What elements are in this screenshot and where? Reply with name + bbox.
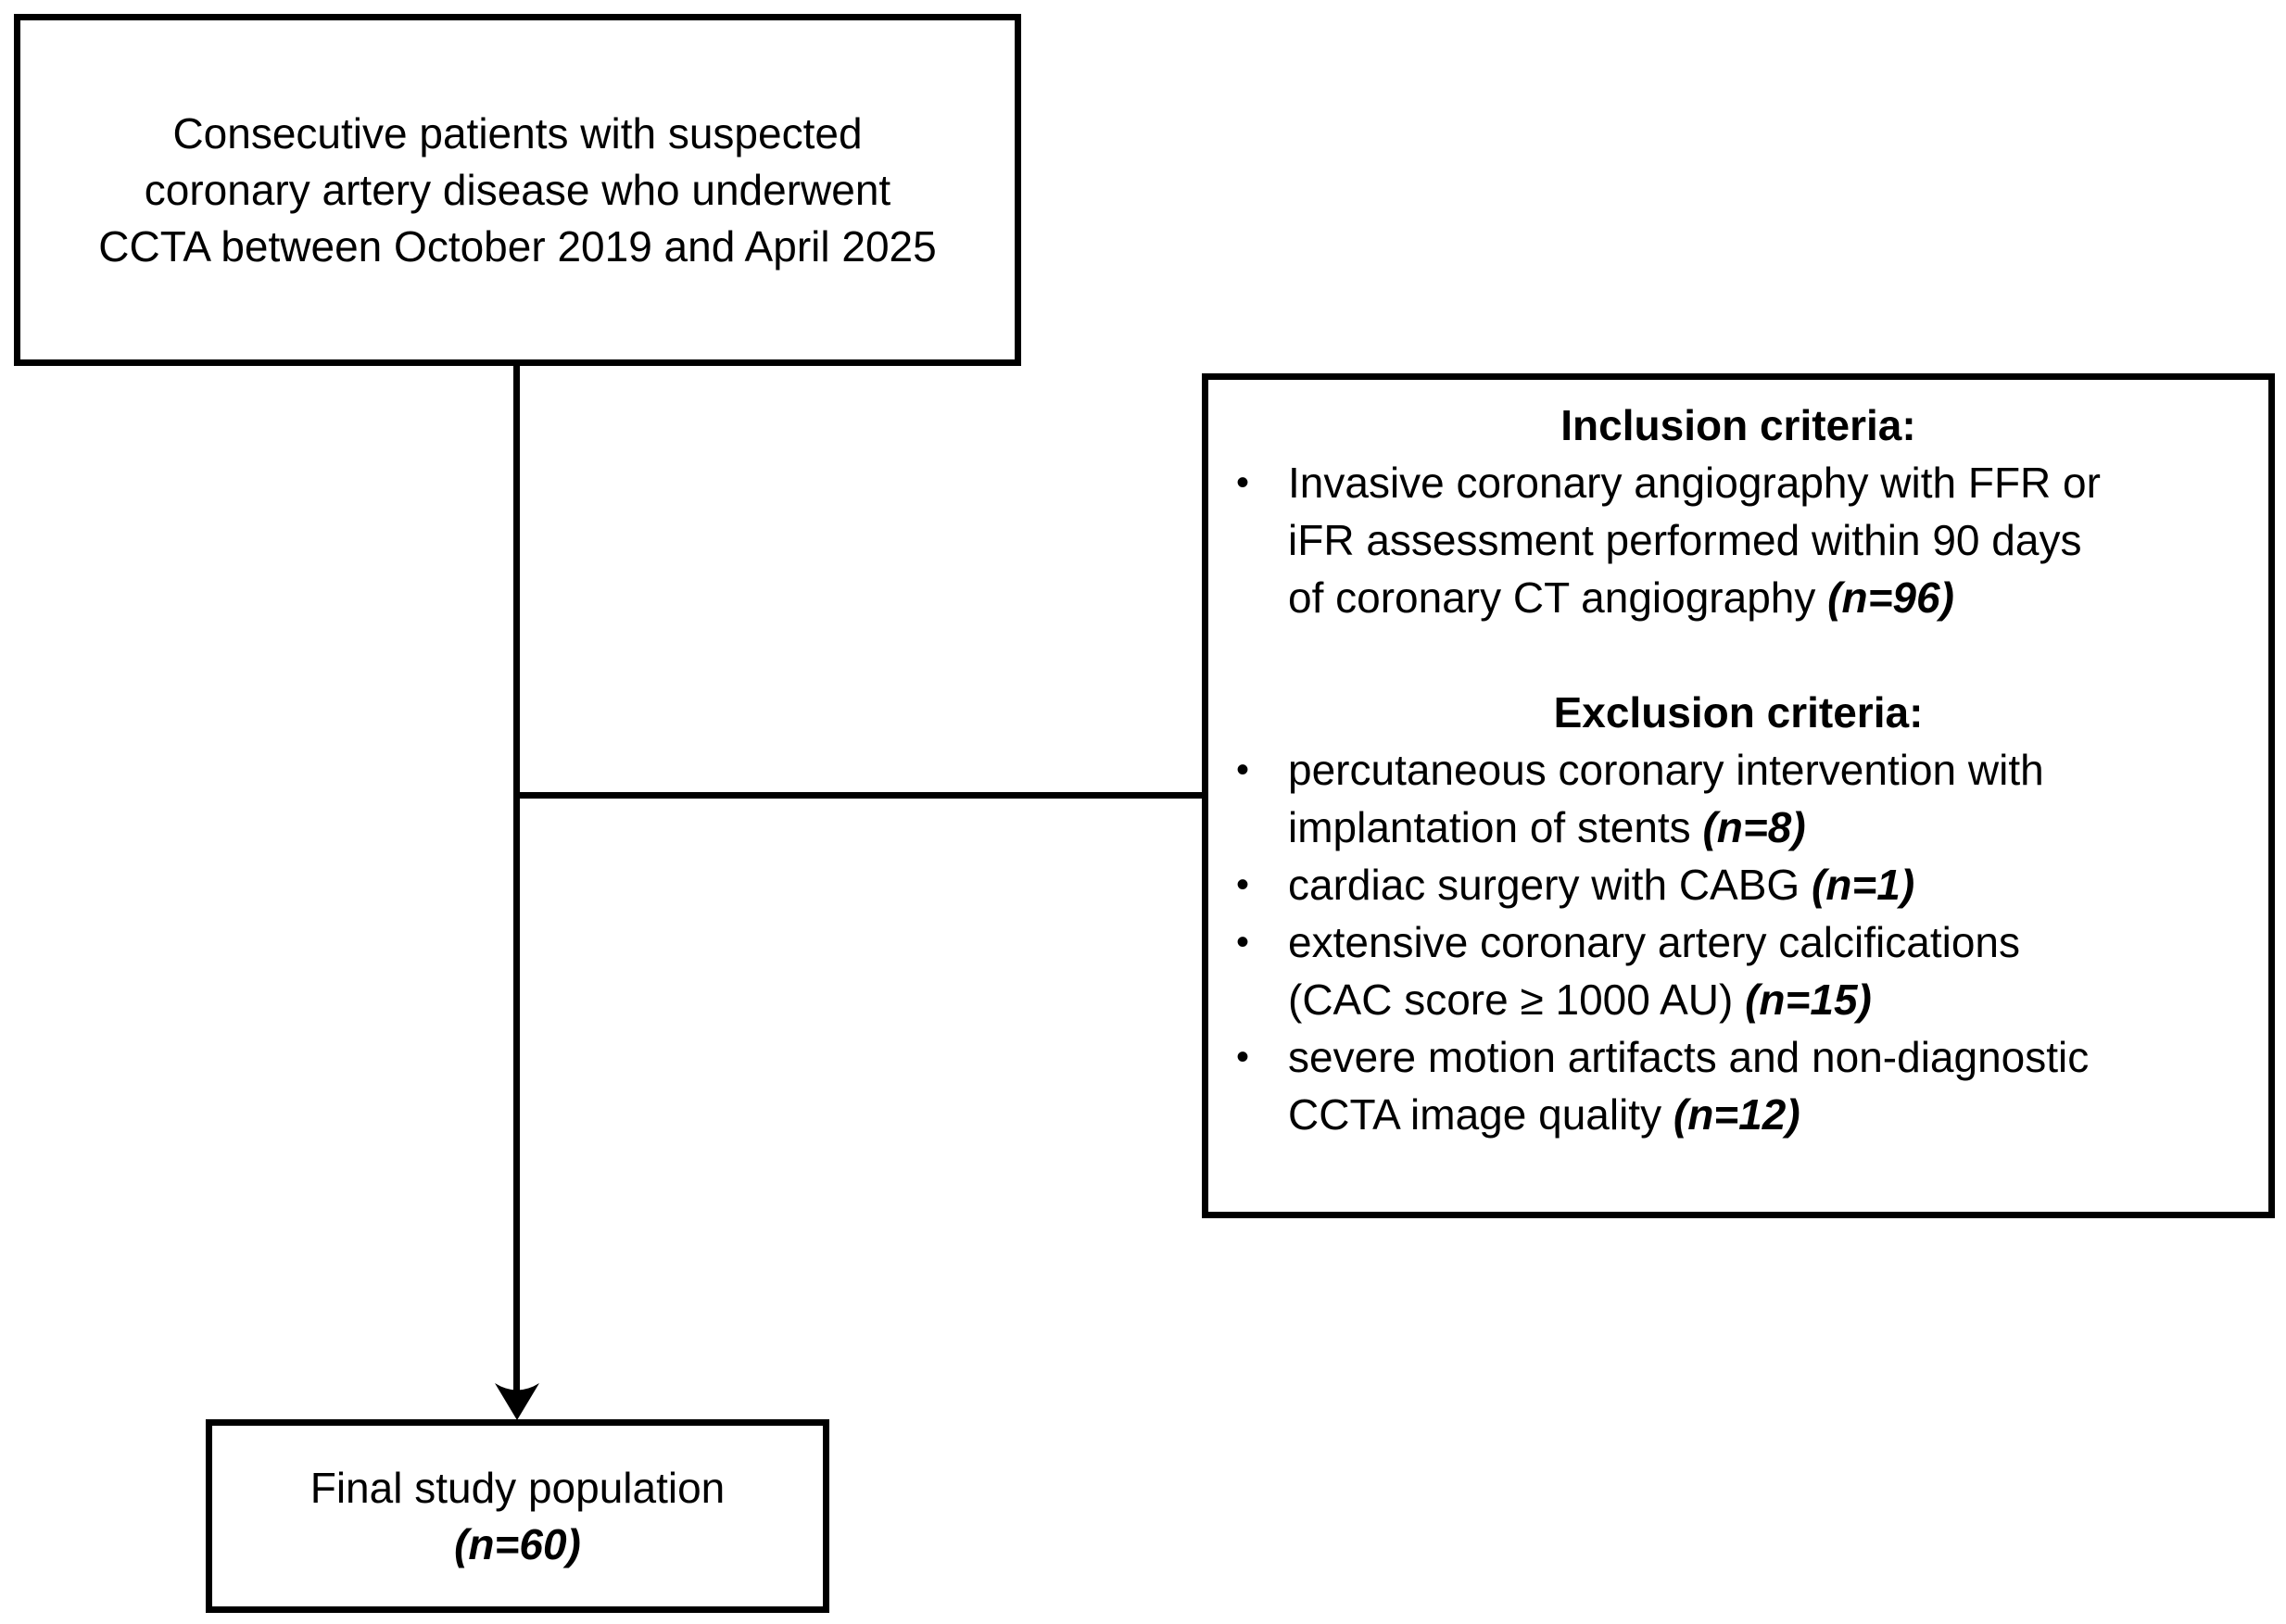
exclusion-item-text: cardiac surgery with CABG (n=1) bbox=[1288, 856, 2237, 913]
flow-box-text-line: Consecutive patients with suspected bbox=[172, 108, 863, 157]
n-count: (n=12) bbox=[1673, 1090, 1800, 1139]
bullet-icon: • bbox=[1236, 1037, 1250, 1077]
exclusion-item: • extensive coronary artery calcificatio… bbox=[1208, 913, 2237, 1028]
flow-box-text-line: coronary artery disease who underwent bbox=[144, 165, 891, 214]
text-line: implantation of stents (n=8) bbox=[1288, 803, 1806, 851]
text-line: Invasive coronary angiography with FFR o… bbox=[1288, 459, 2101, 507]
arrow-down-icon bbox=[495, 1383, 539, 1420]
bullet-icon: • bbox=[1236, 462, 1250, 503]
text-line: cardiac surgery with CABG (n=1) bbox=[1288, 861, 1915, 909]
text-line: of coronary CT angiography (n=96) bbox=[1288, 573, 1954, 622]
flow-box-criteria: Inclusion criteria: • Invasive coronary … bbox=[1202, 373, 2275, 1218]
text-line: (CAC score ≥ 1000 AU) (n=15) bbox=[1288, 976, 1872, 1024]
bullet-icon: • bbox=[1236, 864, 1250, 905]
final-population-label: Final study population bbox=[309, 1463, 726, 1512]
bullet-icon: • bbox=[1236, 749, 1250, 790]
text-line: CCTA image quality (n=12) bbox=[1288, 1090, 1800, 1139]
exclusion-item: • percutaneous coronary intervention wit… bbox=[1208, 741, 2237, 856]
exclusion-item: • severe motion artifacts and non-diagno… bbox=[1208, 1028, 2237, 1143]
exclusion-item: • cardiac surgery with CABG (n=1) bbox=[1208, 856, 2237, 913]
bullet-icon: • bbox=[1236, 922, 1250, 963]
n-count: (n=8) bbox=[1702, 803, 1806, 851]
text-line: severe motion artifacts and non-diagnost… bbox=[1288, 1033, 2090, 1081]
flow-box-consecutive-patients: Consecutive patients with suspected coro… bbox=[14, 14, 1021, 366]
flow-box-text-line: CCTA between October 2019 and April 2025 bbox=[98, 221, 937, 271]
n-count: (n=60) bbox=[454, 1519, 581, 1568]
text-line: percutaneous coronary intervention with bbox=[1288, 746, 2044, 794]
text-line: iFR assessment performed within 90 days bbox=[1288, 516, 2082, 564]
connector-horizontal-line bbox=[514, 792, 1207, 799]
exclusion-item-text: percutaneous coronary intervention with … bbox=[1288, 741, 2237, 856]
inclusion-item-text: Invasive coronary angiography with FFR o… bbox=[1288, 454, 2237, 626]
n-count: (n=1) bbox=[1811, 861, 1915, 909]
n-count: (n=96) bbox=[1827, 573, 1954, 622]
exclusion-criteria-heading: Exclusion criteria: bbox=[1553, 688, 1924, 736]
exclusion-item-text: extensive coronary artery calcifications… bbox=[1288, 913, 2237, 1028]
text-line: extensive coronary artery calcifications bbox=[1288, 918, 2020, 966]
inclusion-criteria-heading: Inclusion criteria: bbox=[1560, 401, 1916, 449]
connector-vertical-line bbox=[513, 363, 520, 1393]
inclusion-item: • Invasive coronary angiography with FFR… bbox=[1208, 454, 2237, 626]
flow-box-final-population: Final study population (n=60) bbox=[206, 1419, 829, 1613]
exclusion-item-text: severe motion artifacts and non-diagnost… bbox=[1288, 1028, 2237, 1143]
n-count: (n=15) bbox=[1745, 976, 1872, 1024]
